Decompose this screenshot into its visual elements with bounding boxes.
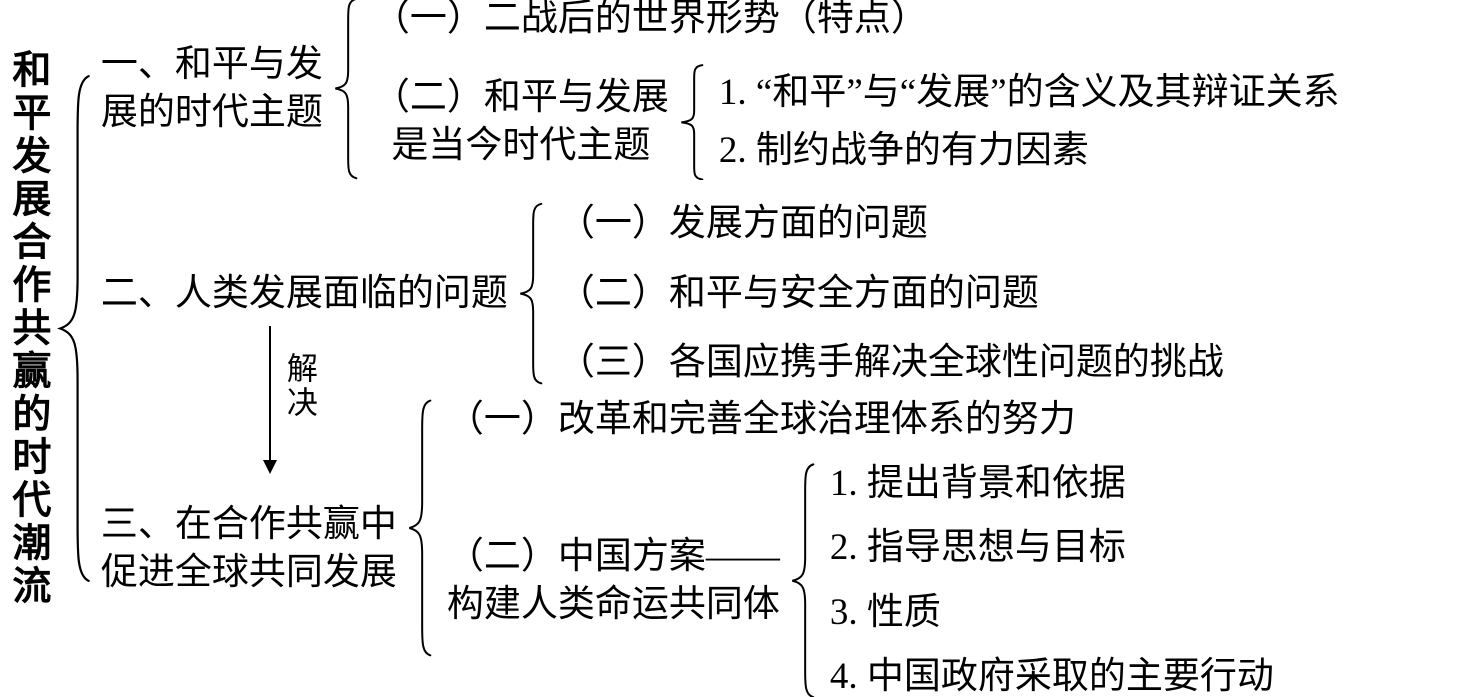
section-3-label: 三、在合作共赢中 促进全球共同发展 (101, 501, 397, 597)
arrow-shaft (262, 326, 277, 475)
section-1-branch-2-item-1: 1. “和平”与“发展”的含义及其辩证关系 (718, 71, 1340, 113)
section-1-item-1: （一）二战后的世界形势（特点） (372, 0, 928, 40)
section-3-branch-2: （二）中国方案—— 构建人类命运共同体 1. 提出背景和依据 2. 指导思想与目… (447, 462, 1274, 697)
section-3-children: （一）改革和完善全球治理体系的努力 （二）中国方案—— 构建人类命运共同体 1.… (447, 398, 1274, 697)
section-2-label-line-1: 二、人类发展面临的问题 (100, 273, 508, 314)
section-2-item-3: （三）各国应携手解决全球性问题的挑战 (557, 342, 1224, 384)
section-1-children: （一）二战后的世界形势（特点） （二）和平与发展 是当今时代主题 1. “和平”… (373, 0, 1340, 180)
section-2-label: 二、人类发展面临的问题 (101, 270, 508, 318)
section-2-children: （一）发展方面的问题 （二）和平与安全方面的问题 （三）各国应携手解决全球性问题… (558, 202, 1224, 385)
root-topic: 和平发展合作共赢的时代潮流 (6, 49, 50, 608)
section-3-branch-2-item-2: 2. 指导思想与目标 (829, 527, 1126, 569)
solve-label: 解决 (281, 352, 317, 421)
brace-icon (407, 398, 435, 658)
brace-icon (790, 462, 818, 697)
section-2-item-1: （一）发展方面的问题 (557, 203, 928, 245)
section-2: 二、人类发展面临的问题 解决 （一）发展方面的问题 （二）和平与安 (101, 202, 1340, 475)
section-3-label-line-1: 三、在合作共赢中 (100, 503, 397, 545)
section-1-label-line-1: 一、和平与发 (100, 43, 323, 85)
section-3-branch-2-item-1: 1. 提出背景和依据 (829, 463, 1126, 505)
section-3-branch-2-label-line-2: 构建人类命运共同体 (446, 583, 780, 625)
section-1-branch-2: （二）和平与发展 是当今时代主题 1. “和平”与“发展”的含义及其辩证关系 2… (373, 64, 1340, 181)
section-1-branch-2-children: 1. “和平”与“发展”的含义及其辩证关系 2. 制约战争的有力因素 (719, 71, 1340, 174)
section-1-label: 一、和平与发 展的时代主题 (101, 41, 323, 137)
section-3-branch-2-label: （二）中国方案—— 构建人类命运共同体 (447, 533, 780, 629)
section-1-branch-2-label-line-2: 是当今时代主题 (391, 125, 651, 167)
section-1-branch-2-item-2: 2. 制约战争的有力因素 (718, 130, 1089, 172)
section-1-branch-2-label: （二）和平与发展 是当今时代主题 (373, 74, 669, 170)
section-3-branch-2-item-3: 3. 性质 (829, 591, 941, 633)
brace-icon (518, 202, 546, 385)
section-1: 一、和平与发 展的时代主题 （一）二战后的世界形势（特点） （二）和平与发展 是… (101, 0, 1340, 180)
section-3-label-line-2: 促进全球共同发展 (100, 551, 397, 593)
section-3: 三、在合作共赢中 促进全球共同发展 （一）改革和完善全球治理体系的努力 （二）中… (101, 398, 1340, 697)
brace-icon (57, 71, 95, 586)
section-3-branch-2-item-4: 4. 中国政府采取的主要行动 (829, 656, 1274, 697)
section-3-branch-2-label-line-1: （二）中国方案—— (446, 535, 780, 577)
brace-icon (333, 0, 361, 180)
solve-connector: 解决 (262, 326, 317, 475)
arrow-line (268, 326, 271, 461)
section-1-label-line-2: 展的时代主题 (100, 91, 323, 133)
section-3-item-1: （一）改革和完善全球治理体系的努力 (446, 398, 1076, 440)
arrow-down-icon (262, 460, 277, 475)
section-1-branch-2-label-line-1: （二）和平与发展 (372, 77, 669, 119)
section-2-label-wrap: 二、人类发展面临的问题 解决 (101, 270, 508, 475)
section-2-item-2: （二）和平与安全方面的问题 (557, 272, 1039, 314)
brace-icon (679, 64, 707, 181)
sections-column: 一、和平与发 展的时代主题 （一）二战后的世界形势（特点） （二）和平与发展 是… (101, 0, 1340, 697)
section-3-branch-2-children: 1. 提出背景和依据 2. 指导思想与目标 3. 性质 4. 中国政府采取的主要… (830, 462, 1274, 697)
